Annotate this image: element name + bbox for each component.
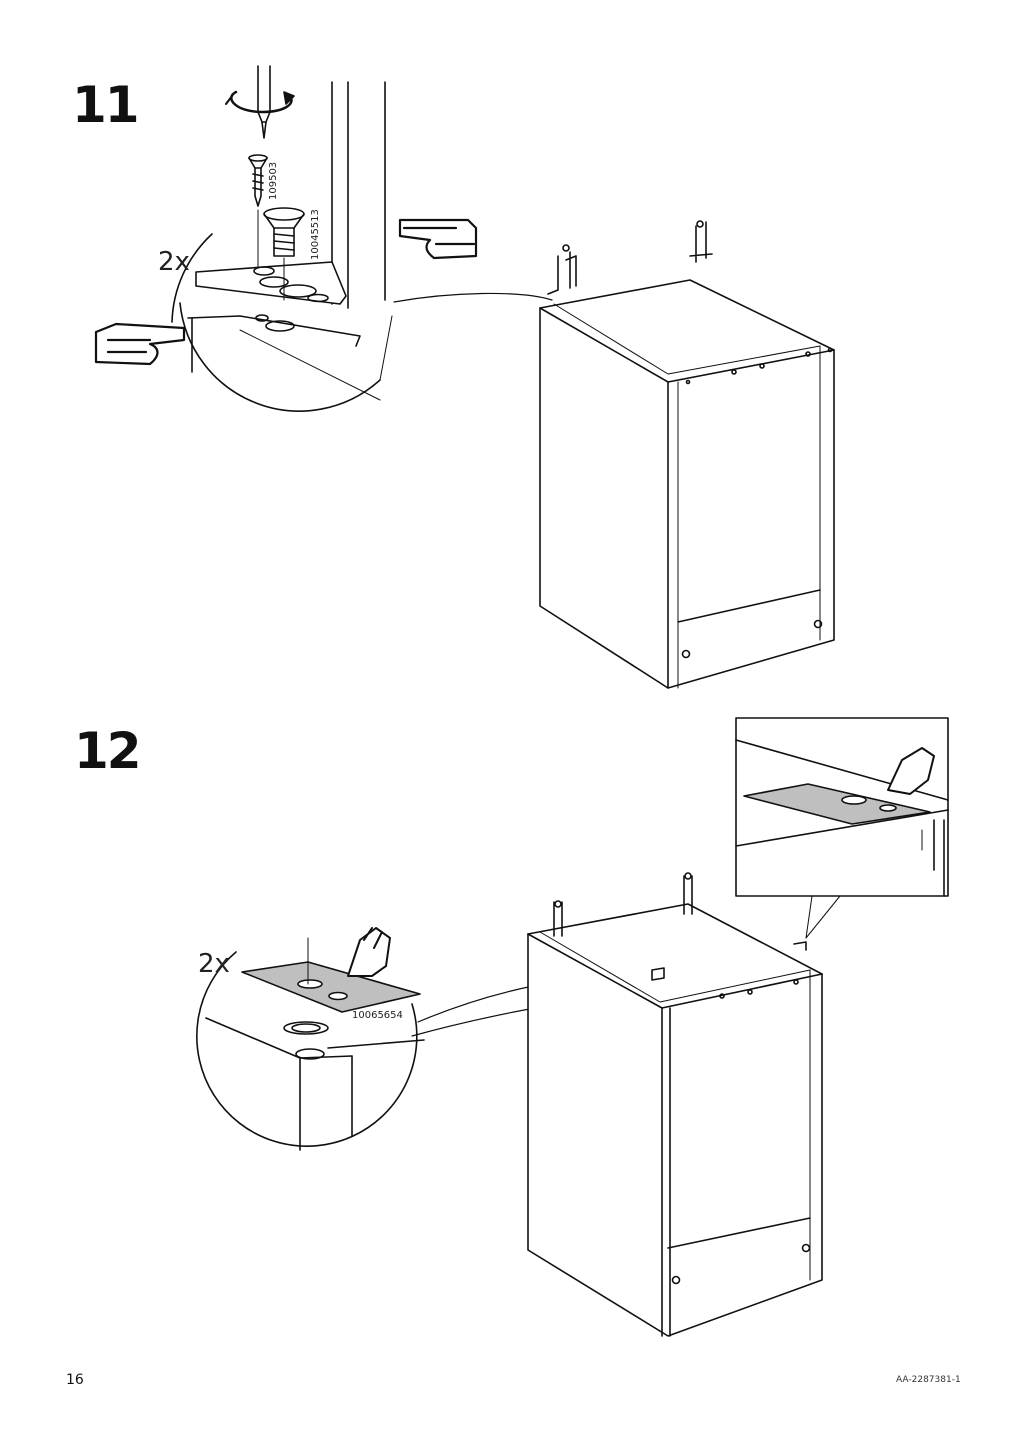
screwdriver-rotation-icon: [225, 65, 295, 139]
part-number-screw: 109503: [268, 162, 279, 200]
cabinet-illustration-step12: [527, 872, 823, 1337]
part-number-plate: 10065654: [352, 1010, 403, 1021]
page-number: 16: [66, 1372, 84, 1388]
screw-icon: [248, 154, 268, 269]
step11-detail-circle: [94, 65, 553, 412]
bolt-icon: [263, 207, 305, 301]
detail-inset: [735, 717, 949, 939]
step11-quantity: 2x: [158, 247, 190, 277]
cabinet-illustration-step11: [539, 220, 835, 689]
step-number-12: 12: [74, 722, 142, 780]
step12-quantity: 2x: [198, 949, 230, 979]
pointing-hand-icon-2: [94, 322, 186, 366]
document-code: AA-2287381-1: [896, 1375, 961, 1385]
finger-press-icon: [347, 927, 391, 977]
step-number-11: 11: [72, 76, 140, 134]
pointing-hand-icon: [398, 218, 478, 260]
part-number-bolt: 10045513: [310, 209, 321, 260]
